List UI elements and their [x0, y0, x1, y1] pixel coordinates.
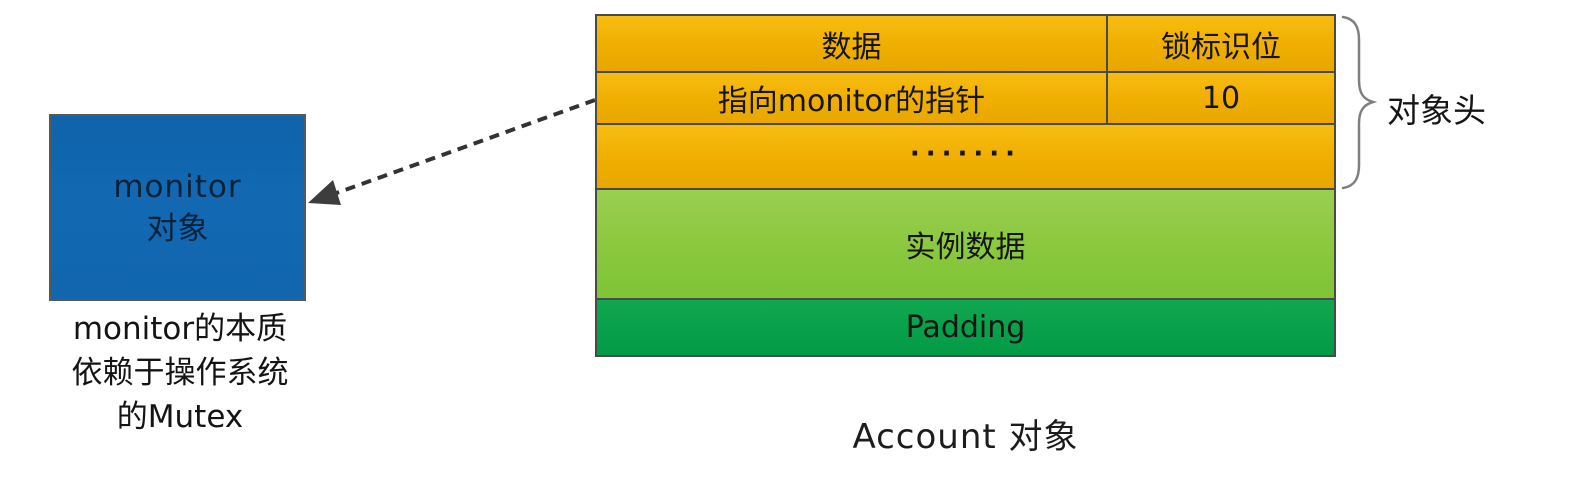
cell-data: 数据 — [597, 16, 1108, 71]
monitor-note-line: 的Mutex — [116, 399, 244, 435]
monitor-note: monitor的本质 依赖于操作系统 的Mutex — [10, 307, 350, 439]
cell-ellipsis: ······· — [909, 138, 1022, 169]
monitor-box: monitor 对象 — [49, 114, 306, 301]
account-object-table: 数据 锁标识位 指向monitor的指针 10 ······· 实例数据 Pad… — [595, 14, 1336, 357]
cell-lock-flag: 锁标识位 — [1161, 29, 1281, 65]
object-header-label: 对象头 — [1387, 91, 1486, 130]
diagram-caption: Account 对象 — [852, 417, 1079, 457]
cell-lock-flag-value: 10 — [1201, 80, 1241, 116]
table-row-ellipsis: ······· — [595, 123, 1336, 190]
table-row-padding: Padding — [595, 298, 1336, 357]
monitor-box-line2: 对象 — [146, 210, 209, 247]
monitor-note-line: 依赖于操作系统 — [71, 355, 289, 391]
monitor-note-line: monitor的本质 — [72, 311, 288, 347]
table-row-monitor-pointer: 指向monitor的指针 10 — [595, 71, 1336, 125]
monitor-pointer-arrowhead-icon — [308, 180, 341, 205]
object-header-brace — [1341, 15, 1378, 190]
cell-instance-data: 实例数据 — [905, 230, 1026, 265]
table-row-mark-word: 数据 锁标识位 — [595, 14, 1336, 73]
cell-padding: Padding — [905, 310, 1026, 345]
monitor-box-line1: monitor — [113, 168, 242, 205]
monitor-pointer-arrow-line — [333, 98, 596, 196]
table-row-instance-data: 实例数据 — [595, 188, 1336, 300]
cell-monitor-pointer: 指向monitor的指针 — [597, 73, 1108, 123]
